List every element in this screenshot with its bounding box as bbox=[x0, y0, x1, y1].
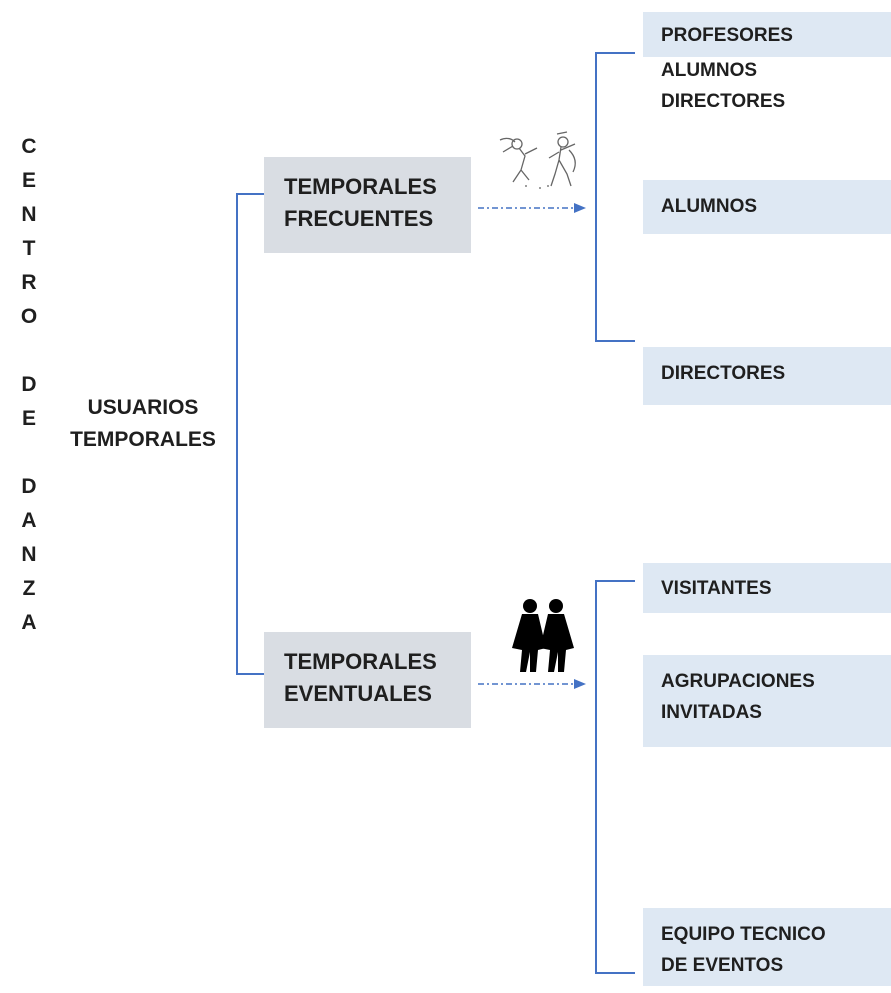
title-letter: E bbox=[21, 169, 36, 192]
title-letter: N bbox=[21, 543, 37, 566]
node-temporales-frecuentes: TEMPORALES FRECUENTES bbox=[264, 157, 471, 253]
leaf-agrupaciones-invitadas: AGRUPACIONES INVITADAS bbox=[643, 655, 891, 747]
leaf-line: INVITADAS bbox=[661, 702, 762, 723]
lower-bracket-vertical bbox=[595, 580, 597, 974]
leaf-equipo-tecnico: EQUIPO TECNICO DE EVENTOS bbox=[643, 908, 891, 986]
eventuales-line1: TEMPORALES bbox=[284, 649, 437, 674]
eventuales-line2: EVENTUALES bbox=[284, 681, 432, 706]
title-letter: A bbox=[21, 509, 37, 532]
leaf-line: DIRECTORES bbox=[661, 91, 786, 112]
leaf-line: DIRECTORES bbox=[661, 363, 786, 384]
leaf-line: ALUMNOS bbox=[661, 196, 758, 217]
lower-bracket-bottom bbox=[595, 972, 635, 974]
root-line2: TEMPORALES bbox=[70, 428, 216, 451]
root-node: USUARIOS TEMPORALES bbox=[58, 392, 228, 456]
title-letter: C bbox=[21, 135, 37, 158]
leaf-profesores-alumnos-directores: PROFESORES bbox=[643, 12, 891, 57]
upper-bracket-top bbox=[595, 52, 635, 54]
root-line1: USUARIOS bbox=[87, 396, 199, 419]
leaf-line: VISITANTES bbox=[661, 578, 772, 599]
leaf-line: PROFESORES bbox=[661, 25, 793, 46]
lower-bracket-top bbox=[595, 580, 635, 582]
title-letter: R bbox=[21, 271, 37, 294]
leaf-visitantes: VISITANTES bbox=[643, 563, 891, 613]
root-bracket-bottom bbox=[236, 673, 266, 675]
vertical-title: C E N T R O D E D A N Z A bbox=[14, 130, 44, 640]
title-letter bbox=[14, 436, 44, 470]
title-letter: E bbox=[21, 407, 36, 430]
title-letter: T bbox=[22, 237, 36, 260]
title-letter: N bbox=[21, 203, 37, 226]
frecuentes-line1: TEMPORALES bbox=[284, 174, 437, 199]
title-letter: O bbox=[20, 305, 38, 328]
upper-bracket-bottom bbox=[595, 340, 635, 342]
arrow-frecuentes bbox=[478, 203, 586, 213]
root-bracket-vertical bbox=[236, 193, 238, 675]
dancers-sketch-icon bbox=[499, 131, 576, 189]
leaf-continuation: ALUMNOS DIRECTORES bbox=[643, 55, 891, 117]
arrow-eventuales bbox=[478, 679, 586, 689]
leaf-line: ALUMNOS bbox=[661, 60, 758, 81]
leaf-line: DE EVENTOS bbox=[661, 955, 784, 976]
title-letter: D bbox=[21, 475, 37, 498]
leaf-directores: DIRECTORES bbox=[643, 347, 891, 405]
root-bracket-top bbox=[236, 193, 266, 195]
title-letter: D bbox=[21, 373, 37, 396]
leaf-line: AGRUPACIONES bbox=[661, 671, 815, 692]
leaf-line: EQUIPO TECNICO bbox=[661, 924, 826, 945]
frecuentes-line2: FRECUENTES bbox=[284, 206, 434, 231]
title-letter bbox=[14, 334, 44, 368]
node-temporales-eventuales: TEMPORALES EVENTUALES bbox=[264, 632, 471, 728]
two-people-silhouette-icon bbox=[512, 599, 574, 672]
upper-bracket-vertical bbox=[595, 52, 597, 342]
title-letter: A bbox=[21, 611, 37, 634]
leaf-alumnos: ALUMNOS bbox=[643, 180, 891, 234]
title-letter: Z bbox=[22, 577, 36, 600]
